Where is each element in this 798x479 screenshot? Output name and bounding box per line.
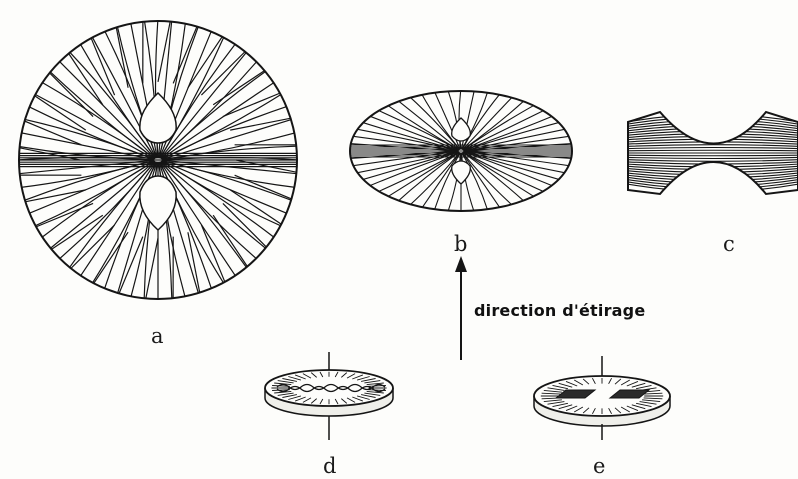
- label-b: b: [454, 232, 467, 256]
- label-c: c: [723, 232, 735, 256]
- spherulite-b: [347, 88, 575, 214]
- stretch-direction-arrow: [455, 256, 467, 360]
- fibril: [626, 150, 798, 151]
- spherulite-c-fibrils: [626, 114, 798, 191]
- disk-e: [534, 356, 670, 440]
- label-e: e: [593, 454, 605, 478]
- spherulite-a: [16, 18, 300, 302]
- spherulite-c: [626, 112, 798, 194]
- label-a: a: [151, 324, 164, 348]
- arrow-head: [455, 256, 467, 272]
- fibril: [626, 155, 798, 156]
- disk-d: [265, 352, 393, 440]
- label-d: d: [323, 454, 336, 478]
- stretch-direction-label: direction d'étirage: [474, 301, 645, 320]
